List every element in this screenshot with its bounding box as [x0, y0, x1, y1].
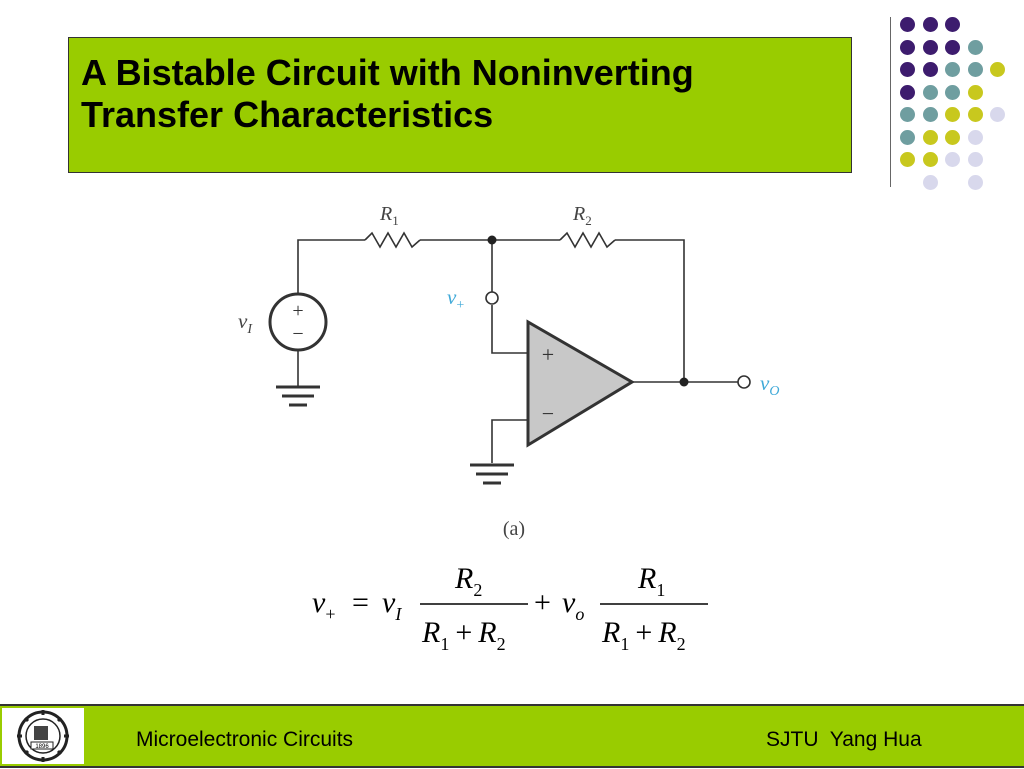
- terminal-vo: [737, 375, 751, 389]
- decor-dot: [967, 107, 983, 122]
- junction-node-output: [679, 377, 689, 387]
- decor-dot: [922, 84, 938, 100]
- footer-course-name: Microelectronic Circuits: [136, 728, 354, 751]
- vplus-equation: v+ = vI R2 R1+R2 + vo R1 R1+R2: [312, 562, 708, 654]
- ground-symbol-opamp: [470, 463, 514, 485]
- resistor-r1: [364, 231, 421, 249]
- slide-title-box: A Bistable Circuit with Noninverting Tra…: [68, 37, 852, 173]
- opamp-minus-input-label: −: [542, 401, 554, 426]
- sjtu-emblem-icon: 1896: [17, 710, 69, 762]
- eq-plus: +: [534, 586, 551, 619]
- decor-dot: [922, 17, 938, 32]
- decor-dot: [922, 39, 938, 55]
- vplus-label: v+: [447, 285, 464, 313]
- resistor-r2: [559, 231, 616, 249]
- wire-minus-input-to-ground: [491, 419, 528, 463]
- voltage-source: [268, 292, 328, 352]
- decor-dot: [900, 17, 915, 32]
- eq-frac2-numerator: R1: [637, 562, 665, 600]
- decor-dot: [967, 84, 983, 100]
- eq-frac2-denominator: R1+R2: [601, 616, 686, 654]
- opamp-plus-input-label: +: [542, 342, 554, 367]
- decor-dot: [967, 152, 983, 167]
- decor-dot: [922, 107, 938, 122]
- slide-footer: 1896 Microelectronic Circuits SJTU Yang …: [0, 704, 1024, 768]
- wire-source-to-r1: [297, 239, 365, 295]
- wire-r2-to-output: [615, 239, 685, 382]
- eq-frac1-denominator: R1+R2: [421, 616, 506, 654]
- eq-lhs-v: v+: [312, 586, 335, 624]
- eq-vo: vo: [562, 586, 584, 624]
- source-plus-sign: +: [292, 300, 303, 322]
- r2-label: R2: [572, 203, 592, 228]
- decor-dot: [945, 107, 960, 122]
- decor-dot: [922, 62, 938, 77]
- wire-vplus-to-plus-input: [491, 305, 528, 354]
- decor-dot: [967, 129, 983, 145]
- vo-label: vO: [760, 371, 779, 399]
- decor-dot: [945, 84, 960, 100]
- ground-symbol-source: [276, 385, 320, 407]
- sjtu-logo: 1896: [2, 708, 84, 764]
- decor-dot: [900, 107, 915, 122]
- r1-label: R1: [379, 203, 399, 228]
- decor-dot: [967, 62, 983, 77]
- decor-dot: [945, 152, 960, 167]
- decor-dot: [945, 129, 960, 145]
- junction-node-top: [487, 235, 497, 245]
- decor-dot: [990, 107, 1005, 122]
- eq-equals: =: [352, 586, 369, 619]
- decor-dot: [900, 152, 915, 167]
- eq-frac1-numerator: R2: [454, 562, 482, 600]
- slide-title-line2: Transfer Characteristics: [81, 94, 494, 135]
- vi-label: vI: [238, 309, 253, 337]
- decor-dot: [967, 39, 983, 55]
- decor-dot: [922, 152, 938, 167]
- decor-dot: [945, 17, 960, 32]
- bistable-circuit-diagram: + − + − R1 R2 v+ vI vO (a): [238, 203, 779, 540]
- decor-divider-line: [890, 17, 891, 187]
- slide-title-line1: A Bistable Circuit with Noninverting: [81, 52, 694, 93]
- decor-dot: [900, 39, 915, 55]
- figure-caption: (a): [503, 518, 525, 540]
- decor-dot: [900, 84, 915, 100]
- decor-dot: [990, 62, 1005, 77]
- op-amp: [526, 319, 635, 448]
- svg-text:1896: 1896: [35, 744, 49, 750]
- decor-dot: [922, 129, 938, 145]
- slide-title: A Bistable Circuit with Noninverting Tra…: [81, 52, 841, 136]
- decor-dot: [945, 39, 960, 55]
- source-minus-sign: −: [292, 323, 303, 345]
- decor-dot: [967, 174, 983, 190]
- decor-dot: [922, 174, 938, 190]
- terminal-vplus: [485, 291, 499, 305]
- decor-dot: [900, 129, 915, 145]
- eq-vi: vI: [382, 586, 402, 624]
- decor-dot: [945, 62, 960, 77]
- footer-author: SJTU Yang Hua: [766, 728, 922, 751]
- decor-dot: [900, 62, 915, 77]
